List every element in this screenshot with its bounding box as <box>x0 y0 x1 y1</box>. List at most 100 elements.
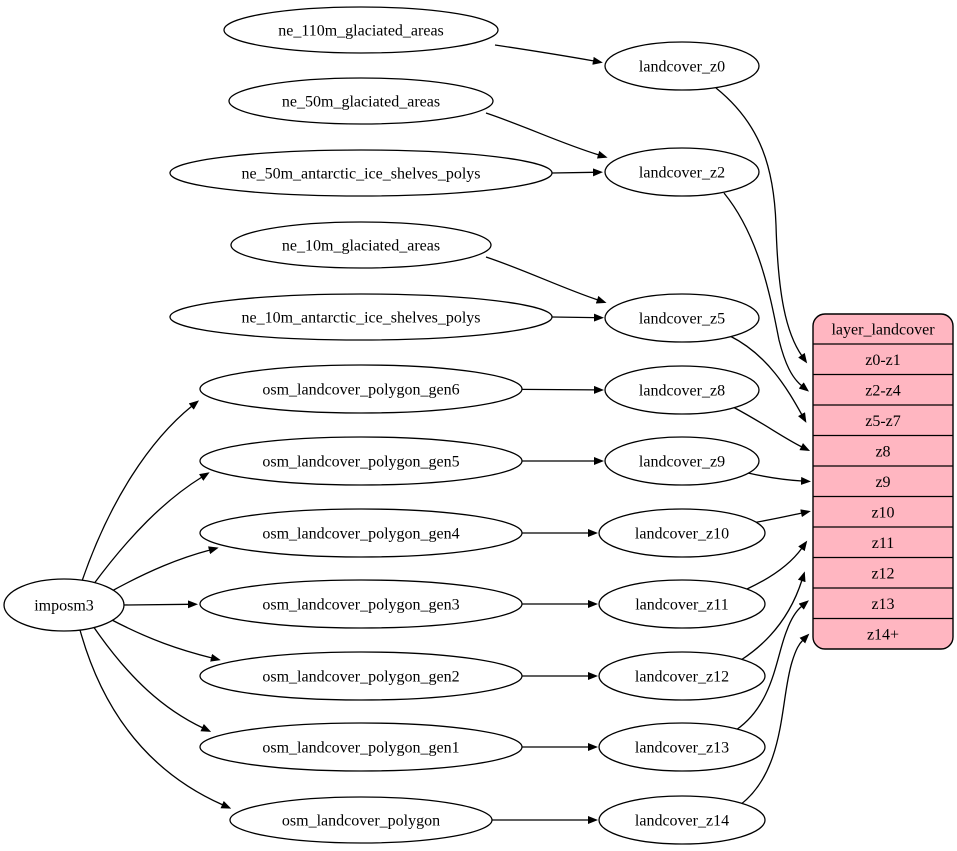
node-label: ne_50m_glaciated_areas <box>282 94 440 111</box>
node-osm_landcover_polygon_gen5: osm_landcover_polygon_gen5 <box>199 436 523 486</box>
node-landcover_z9: landcover_z9 <box>604 436 760 486</box>
node-ellipse <box>199 508 523 558</box>
node-ellipse <box>169 293 553 341</box>
node-ellipse <box>598 722 766 772</box>
edge-layer <box>79 44 811 824</box>
node-label: landcover_z13 <box>635 740 729 757</box>
node-ne_110m_glaciated_areas: ne_110m_glaciated_areas <box>223 6 499 54</box>
node-label: ne_10m_glaciated_areas <box>282 238 440 255</box>
node-osm_landcover_polygon_gen4: osm_landcover_polygon_gen4 <box>199 508 523 558</box>
node-landcover_z14: landcover_z14 <box>598 795 766 845</box>
node-ellipse <box>199 722 523 772</box>
table-row-z8: z8 <box>875 444 890 461</box>
node-ellipse <box>604 365 760 415</box>
table-row-z13: z13 <box>871 596 894 613</box>
node-label: landcover_z8 <box>639 383 725 400</box>
table-row-z0-z1: z0-z1 <box>865 352 901 369</box>
node-label: landcover_z2 <box>639 165 725 182</box>
node-landcover_z10: landcover_z10 <box>598 508 766 558</box>
edge-ne10m-antarctic-to-z5 <box>551 313 604 322</box>
node-landcover_z5: landcover_z5 <box>604 293 760 343</box>
edge-imposm3-to-gen1 <box>92 625 212 732</box>
node-label: osm_landcover_polygon_gen2 <box>262 669 459 686</box>
table-outline <box>812 313 954 650</box>
node-label: landcover_z11 <box>635 597 729 614</box>
node-ellipse <box>598 579 766 629</box>
node-ellipse <box>598 795 766 845</box>
table-layer-landcover: layer_landcover z0-z1 z2-z4 z5-z7 z8 z9 … <box>812 313 954 650</box>
edge-z14-to-row-z14plus <box>739 633 810 806</box>
edge-ne50m-glaciated-to-z2 <box>485 112 608 159</box>
edge-z9-to-row-z9 <box>747 472 811 485</box>
edge-imposm3-to-gen5 <box>92 472 210 586</box>
node-ellipse <box>604 436 760 486</box>
node-label: landcover_z9 <box>639 454 725 471</box>
table-row-z10: z10 <box>871 505 894 522</box>
node-ellipse <box>228 77 494 125</box>
table-row-z5-z7: z5-z7 <box>865 413 901 430</box>
node-imposm3: imposm3 <box>3 578 125 632</box>
node-ellipse <box>604 41 760 91</box>
edge-ne10m-glaciated-to-z5 <box>485 256 607 304</box>
node-osm_landcover_polygon_gen1: osm_landcover_polygon_gen1 <box>199 722 523 772</box>
node-ellipse <box>199 364 523 414</box>
edge-z5-to-row-z5-z7 <box>729 335 807 423</box>
node-label: landcover_z0 <box>639 59 725 76</box>
node-ellipse <box>604 147 760 197</box>
edge-imposm3-to-gen3 <box>123 600 198 609</box>
node-ellipse <box>169 149 553 197</box>
edge-z8-to-row-z8 <box>732 406 811 452</box>
node-ellipse <box>223 6 499 54</box>
node-ne_50m_antarctic_ice_shelves_polys: ne_50m_antarctic_ice_shelves_polys <box>169 149 553 197</box>
node-label: osm_landcover_polygon_gen4 <box>262 526 459 543</box>
edge-z13-to-row-z13 <box>735 600 809 731</box>
node-label: landcover_z14 <box>635 813 729 830</box>
node-ellipse <box>598 508 766 558</box>
node-landcover_z8: landcover_z8 <box>604 365 760 415</box>
node-label: ne_50m_antarctic_ice_shelves_polys <box>241 166 480 183</box>
node-ellipse <box>199 579 523 629</box>
table-row-z2-z4: z2-z4 <box>865 383 901 400</box>
node-ellipse <box>598 651 766 701</box>
node-landcover_z2: landcover_z2 <box>604 147 760 197</box>
node-label: landcover_z10 <box>635 526 729 543</box>
node-ellipse <box>199 651 523 701</box>
node-ellipse <box>229 796 493 844</box>
node-label: ne_110m_glaciated_areas <box>278 23 444 40</box>
table-row-z14plus: z14+ <box>867 627 899 644</box>
node-ne_10m_glaciated_areas: ne_10m_glaciated_areas <box>230 221 492 269</box>
node-osm_landcover_polygon: osm_landcover_polygon <box>229 796 493 844</box>
edge-imposm3-to-gen6 <box>81 400 199 582</box>
node-ne_50m_glaciated_areas: ne_50m_glaciated_areas <box>228 77 494 125</box>
table-row-z9: z9 <box>875 474 890 491</box>
node-ellipse <box>230 221 492 269</box>
node-ellipse <box>604 293 760 343</box>
edge-z2-to-row-z2-z4 <box>723 192 810 392</box>
edge-z10-to-row-z10 <box>751 509 811 524</box>
node-label: osm_landcover_polygon_gen1 <box>262 740 459 757</box>
node-landcover_z11: landcover_z11 <box>598 579 766 629</box>
node-osm_landcover_polygon_gen2: osm_landcover_polygon_gen2 <box>199 651 523 701</box>
node-label: osm_landcover_polygon <box>282 813 440 830</box>
edge-gen6-to-z8 <box>521 385 604 394</box>
node-label: osm_landcover_polygon_gen5 <box>262 454 459 471</box>
node-osm_landcover_polygon_gen3: osm_landcover_polygon_gen3 <box>199 579 523 629</box>
table-row-z11: z11 <box>872 535 895 552</box>
edge-z11-to-row-z11 <box>746 540 808 590</box>
node-osm_landcover_polygon_gen6: osm_landcover_polygon_gen6 <box>199 364 523 414</box>
node-ellipse <box>3 578 125 632</box>
edge-imposm3-to-gen4 <box>109 546 219 593</box>
node-label: osm_landcover_polygon_gen6 <box>262 382 459 399</box>
node-landcover_z12: landcover_z12 <box>598 651 766 701</box>
edge-imposm3-to-polygon <box>79 629 232 809</box>
edge-z0-to-row-z0-z1 <box>715 87 808 364</box>
edge-z12-to-row-z12 <box>740 571 806 661</box>
node-label: imposm3 <box>34 598 94 615</box>
node-ellipse <box>199 436 523 486</box>
table-row-z12: z12 <box>871 566 894 583</box>
node-landcover_z0: landcover_z0 <box>604 41 760 91</box>
edge-imposm3-to-gen2 <box>109 618 221 662</box>
edge-ne50m-antarctic-to-z2 <box>551 168 603 177</box>
